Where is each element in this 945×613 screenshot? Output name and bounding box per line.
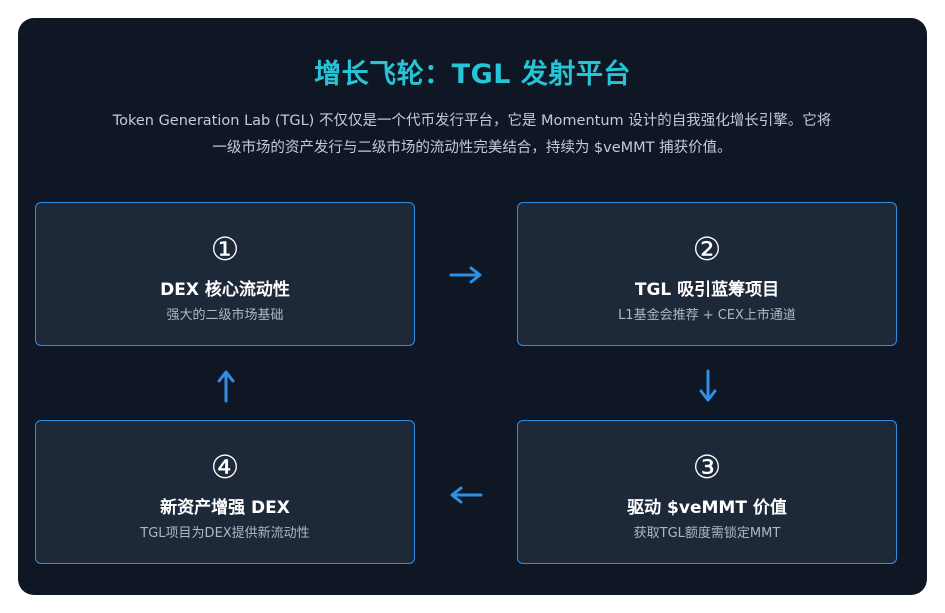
arrow-down-icon xyxy=(698,368,718,404)
step-title-3: 驱动 $veMMT 价值 xyxy=(627,498,787,518)
step-title-2: TGL 吸引蓝筹项目 xyxy=(634,280,780,300)
step-number-2: ② xyxy=(692,230,722,268)
step-number-3: ③ xyxy=(692,448,722,486)
page-title: 增长飞轮：TGL 发射平台 xyxy=(314,59,631,90)
step-card-1: ① DEX 核心流动性 强大的二级市场基础 xyxy=(35,202,415,346)
description-line-1: Token Generation Lab (TGL) 不仅仅是一个代币发行平台，… xyxy=(112,113,832,129)
description-line-2: 一级市场的资产发行与二级市场的流动性完美结合，持续为 $veMMT 捕获价值。 xyxy=(212,140,732,156)
arrow-left-icon xyxy=(448,485,484,505)
step-subtitle-2: L1基金会推荐 + CEX上市通道 xyxy=(618,308,796,323)
step-card-4: ④ 新资产增强 DEX TGL项目为DEX提供新流动性 xyxy=(35,420,415,564)
step-card-3: ③ 驱动 $veMMT 价值 获取TGL额度需锁定MMT xyxy=(517,420,897,564)
step-title-1: DEX 核心流动性 xyxy=(160,280,290,300)
step-subtitle-3: 获取TGL额度需锁定MMT xyxy=(633,526,781,541)
step-subtitle-1: 强大的二级市场基础 xyxy=(166,308,284,323)
flywheel-panel: 增长飞轮：TGL 发射平台 Token Generation Lab (TGL)… xyxy=(18,18,927,595)
step-number-4: ④ xyxy=(210,448,240,486)
step-card-2: ② TGL 吸引蓝筹项目 L1基金会推荐 + CEX上市通道 xyxy=(517,202,897,346)
step-subtitle-4: TGL项目为DEX提供新流动性 xyxy=(140,526,310,541)
step-title-4: 新资产增强 DEX xyxy=(160,498,290,518)
page-description: Token Generation Lab (TGL) 不仅仅是一个代币发行平台，… xyxy=(72,108,872,162)
arrow-right-icon xyxy=(448,265,484,285)
arrow-up-icon xyxy=(216,368,236,404)
step-number-1: ① xyxy=(210,230,240,268)
